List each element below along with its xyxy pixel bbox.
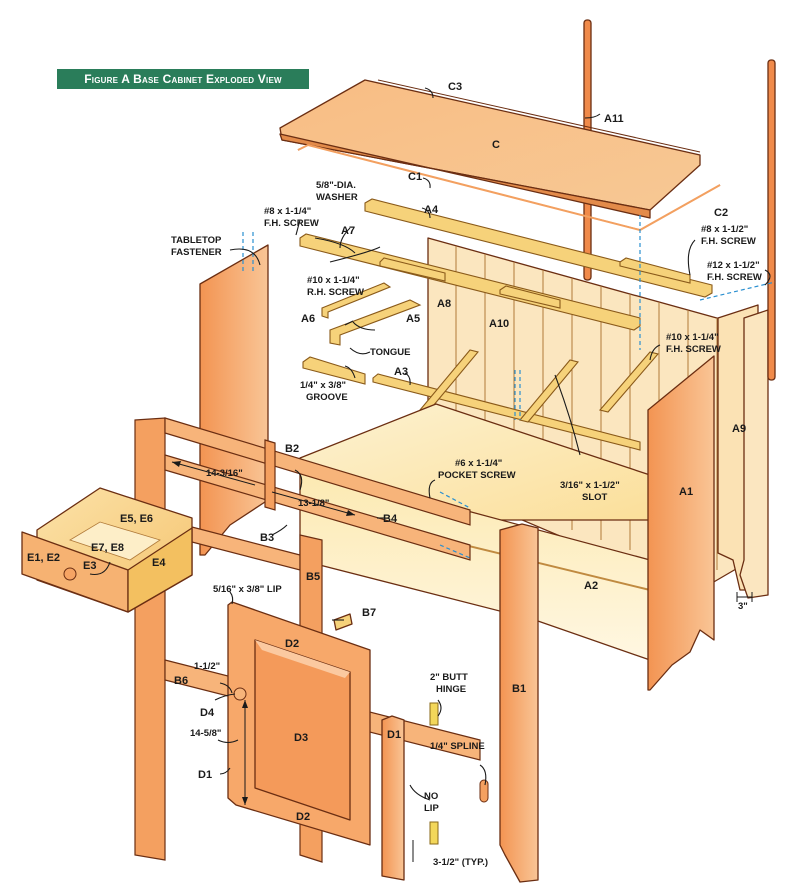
dim-knob-offset: 1-1/2" <box>194 661 220 672</box>
note-fh8-112-line2: F.H. SCREW <box>701 236 756 247</box>
note-fh8-114-line1: #8 x 1-1/4" <box>264 206 311 217</box>
label-b7: B7 <box>362 607 376 619</box>
label-e1-e2: E1, E2 <box>27 552 60 564</box>
label-b2: B2 <box>285 443 299 455</box>
note-hinge-line2: HINGE <box>436 684 466 695</box>
note-slot-line1: 3/16" x 1-1/2" <box>560 480 620 491</box>
note-typ: 3-1/2" (TYP.) <box>433 857 488 868</box>
label-d1-left: D1 <box>198 769 212 781</box>
label-a3: A3 <box>394 366 408 378</box>
door <box>227 601 405 881</box>
side-panel-a1 <box>647 355 715 691</box>
label-a1: A1 <box>679 486 693 498</box>
label-b5: B5 <box>306 571 320 583</box>
screw-guide-lines <box>242 215 776 559</box>
dim-foot-width: 3" <box>738 601 748 612</box>
label-a11: A11 <box>604 113 624 125</box>
figure-title: Figure A Base Cabinet Exploded View <box>57 69 309 89</box>
dim-opening-lower: 13-1/8" <box>298 498 329 509</box>
dimension-marks <box>171 461 753 862</box>
label-b1: B1 <box>512 683 526 695</box>
label-c: C <box>492 139 500 151</box>
leader-lines <box>89 87 771 801</box>
label-b3: B3 <box>260 532 274 544</box>
label-a6: A6 <box>301 313 315 325</box>
label-d2-bottom: D2 <box>296 811 310 823</box>
note-rh10-114-line2: R.H. SCREW <box>307 287 364 298</box>
dim-opening-upper: 14-3/16" <box>206 468 243 479</box>
label-a9: A9 <box>732 423 746 435</box>
note-pocket-line1: #6 x 1-1/4" <box>455 458 502 469</box>
note-fh8-114-line2: F.H. SCREW <box>264 218 319 229</box>
label-e7-e8: E7, E8 <box>91 542 124 554</box>
top-frame-c1-c2 <box>297 143 721 232</box>
note-fh12-112-line1: #12 x 1-1/2" <box>707 260 760 271</box>
label-d1-right: D1 <box>387 729 401 741</box>
note-fh10-114-line2: F.H. SCREW <box>666 344 721 355</box>
part-a9 <box>717 304 769 599</box>
label-a2: A2 <box>584 580 598 592</box>
label-a8: A8 <box>437 298 451 310</box>
label-c2: C2 <box>714 207 728 219</box>
note-fastener-line1: TABLETOP <box>171 235 222 246</box>
note-washer-line2: WASHER <box>316 192 358 203</box>
stile-b1 <box>499 523 539 883</box>
note-no-lip-line2: LIP <box>424 803 439 814</box>
label-d4: D4 <box>200 707 215 719</box>
note-fh8-112-line1: #8 x 1-1/2" <box>701 224 748 235</box>
note-slot-line2: SLOT <box>582 492 608 503</box>
note-washer-line1: 5/8"-DIA. <box>316 180 356 191</box>
left-side-panel <box>199 244 269 556</box>
label-c3: C3 <box>448 81 462 93</box>
label-a4: A4 <box>424 204 439 216</box>
label-a10: A10 <box>489 318 509 330</box>
dim-knob-height: 14-5/8" <box>190 728 221 739</box>
note-lip: 5/16" x 3/8" LIP <box>213 584 282 595</box>
label-c1: C1 <box>408 171 422 183</box>
label-d2-top: D2 <box>285 638 299 650</box>
label-e3: E3 <box>83 560 96 572</box>
note-rh10-114-line1: #10 x 1-1/4" <box>307 275 360 286</box>
label-b4: B4 <box>383 513 398 525</box>
note-tongue: TONGUE <box>370 347 410 358</box>
web-frame <box>299 198 713 451</box>
note-pocket-line2: POCKET SCREW <box>438 470 516 481</box>
label-e4: E4 <box>152 557 166 569</box>
label-a5: A5 <box>406 313 420 325</box>
note-hinge-line1: 2" BUTT <box>430 672 468 683</box>
note-spline: 1/4" SPLINE <box>430 741 485 752</box>
note-fh12-112-line2: F.H. SCREW <box>707 272 762 283</box>
label-d3: D3 <box>294 732 308 744</box>
label-a7: A7 <box>341 225 355 237</box>
drawer <box>21 487 193 613</box>
part-labels: C3 C A11 C1 C2 A4 A7 A8 A10 A6 A5 A3 A9 … <box>27 81 746 823</box>
note-fastener-line2: FASTENER <box>171 247 222 258</box>
note-groove-line1: 1/4" x 3/8" <box>300 380 346 391</box>
dimension-labels: 14-3/16" 13-1/8" 1-1/2" 14-5/8" 3" <box>190 468 748 739</box>
note-groove-line2: GROOVE <box>306 392 348 403</box>
callout-notes: 5/8"-DIA. WASHER #8 x 1-1/4" F.H. SCREW … <box>171 180 762 868</box>
note-fh10-114-line1: #10 x 1-1/4" <box>666 332 719 343</box>
note-no-lip-line1: NO <box>424 791 438 802</box>
label-e5-e6: E5, E6 <box>120 513 153 525</box>
loose-pine-pieces <box>302 282 422 385</box>
label-b6: B6 <box>174 675 188 687</box>
small-hardware <box>333 613 489 845</box>
